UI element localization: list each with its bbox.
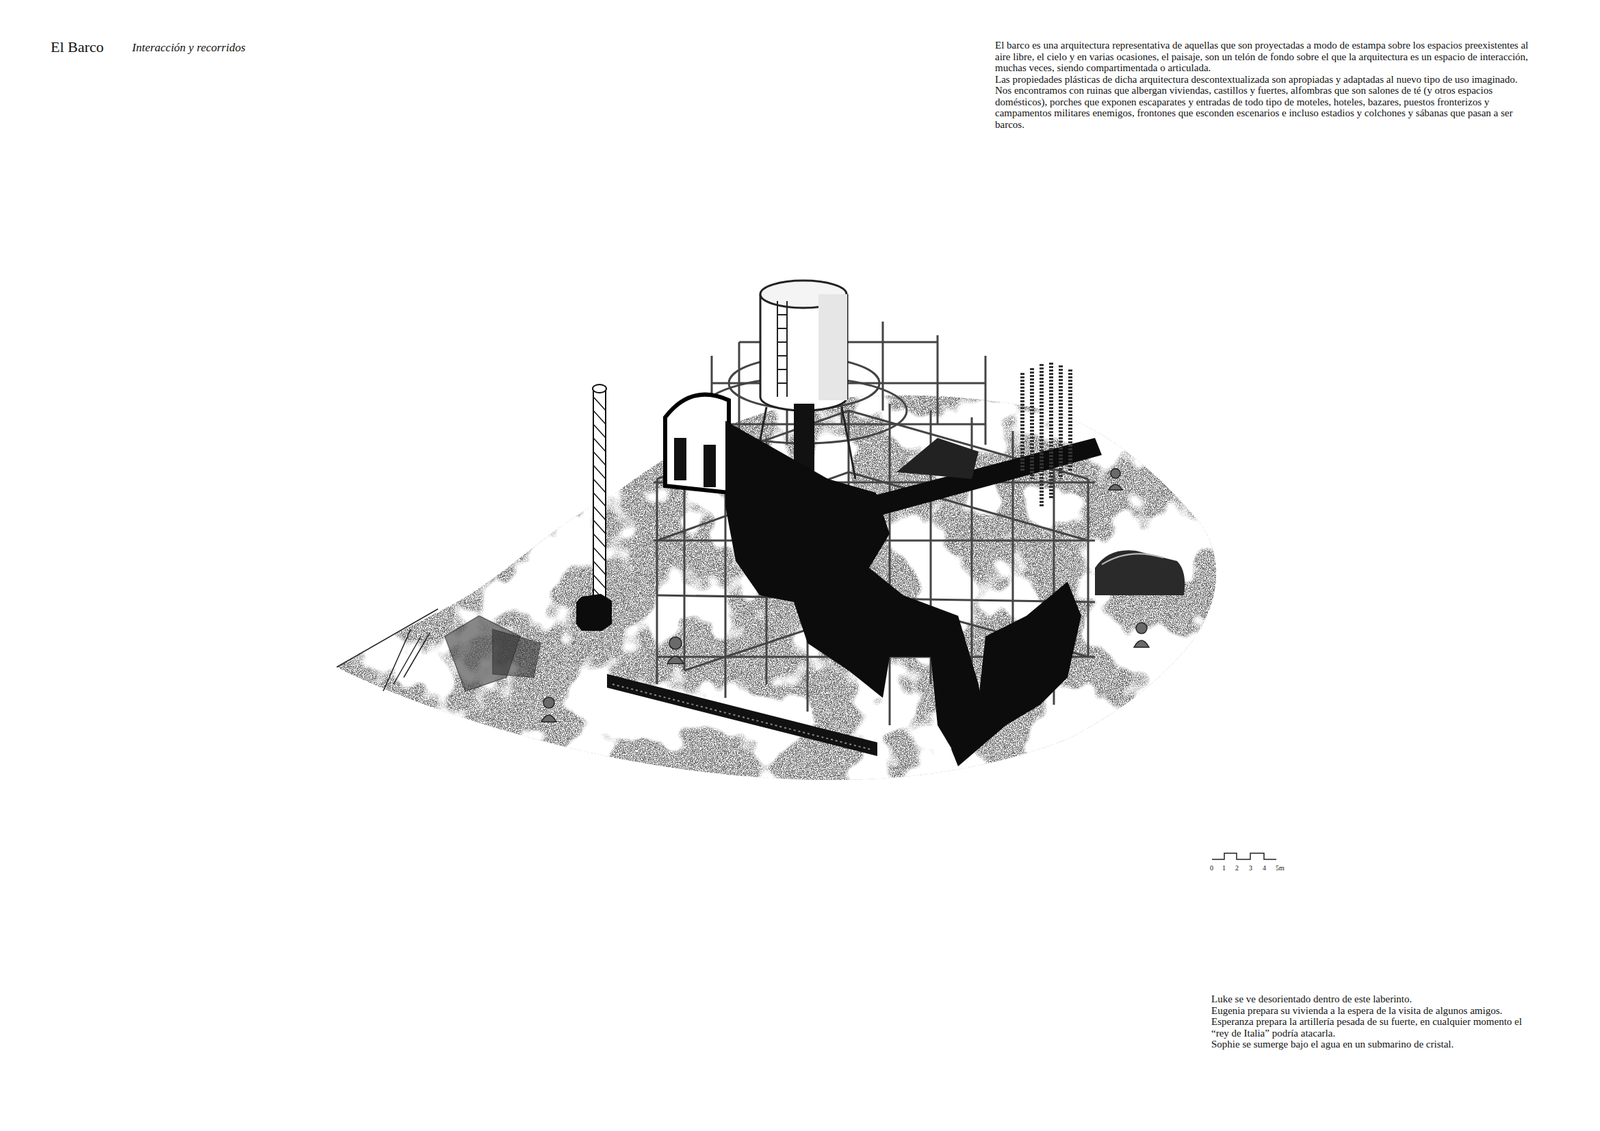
- narrative-line: Esperanza prepara la artillería pesada d…: [1211, 1016, 1533, 1039]
- scale-number: 4: [1262, 864, 1267, 872]
- scale-number: 3: [1248, 864, 1253, 872]
- column-cluster: [1022, 362, 1071, 507]
- ship-hull: [725, 420, 1102, 767]
- scale-number: 0: [1209, 864, 1214, 872]
- lattice-tower: [576, 384, 612, 631]
- sheet-subtitle: Interacción y recorridos: [132, 41, 246, 55]
- scale-bar: [1211, 853, 1277, 860]
- scale-number: 2: [1235, 864, 1239, 872]
- scale-number: 1: [1222, 864, 1226, 872]
- intro-paragraph: El barco es una arquitectura representat…: [995, 39, 1536, 74]
- intro-text-block: El barco es una arquitectura representat…: [995, 39, 1536, 131]
- scale-number: 5m: [1275, 864, 1285, 872]
- debris: [336, 609, 541, 692]
- intro-paragraph: Nos encontramos con ruinas que albergan …: [995, 84, 1536, 131]
- narrative-line: Eugenia prepara su vivienda a la espera …: [1211, 1005, 1533, 1017]
- human-figures: [541, 468, 1150, 722]
- arched-facade: [665, 394, 729, 493]
- vaulted-hut: [1094, 550, 1185, 596]
- ground-texture: [328, 390, 1232, 794]
- narrative-line: Sophie se sumerge bajo el agua en un sub…: [1211, 1038, 1533, 1051]
- sheet-title: El Barco: [50, 38, 105, 57]
- fallen-beam: [607, 674, 878, 757]
- intro-paragraph: Las propiedades plásticas de dicha arqui…: [995, 73, 1536, 86]
- narrative-block: Luke se ve desorientado dentro de este l…: [1211, 993, 1533, 1051]
- narrative-line: Luke se ve desorientado dentro de este l…: [1211, 993, 1533, 1006]
